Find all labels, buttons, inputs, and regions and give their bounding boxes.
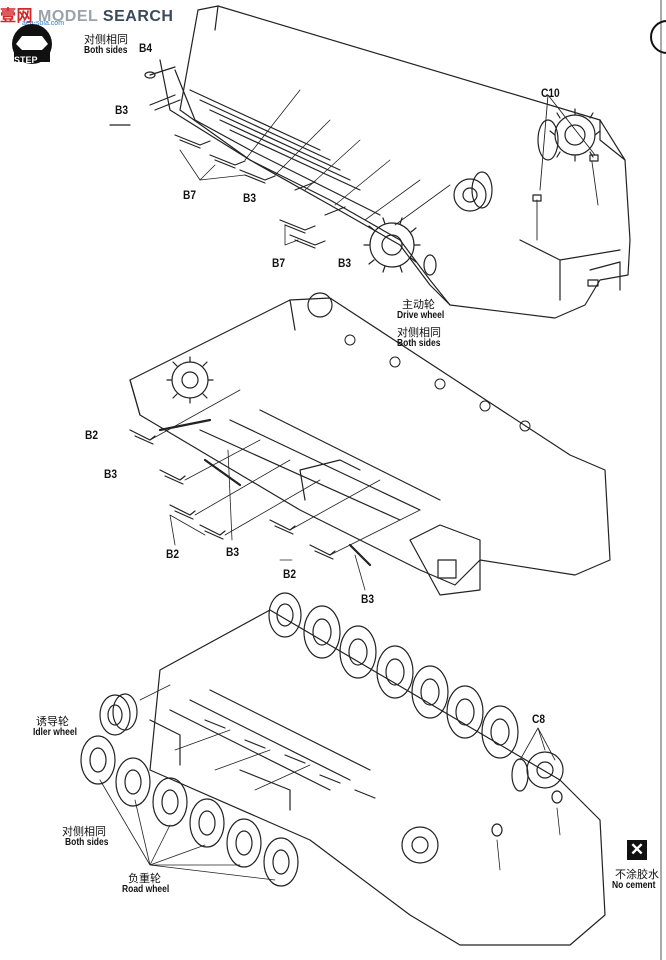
road-wheel-cn: 负重轮 bbox=[128, 873, 161, 885]
both-sides-en-1: Both sides bbox=[84, 45, 128, 56]
hull-section-2 bbox=[129, 292, 611, 596]
watermark-logo: 壹网 MODEL SEARCH bbox=[0, 8, 174, 25]
no-cement-cn: 不涂胶水 bbox=[615, 869, 659, 881]
road-wheel-en: Road wheel bbox=[122, 884, 170, 895]
watermark-sub: aea-sola.com bbox=[22, 20, 65, 27]
part-b2-c: B2 bbox=[283, 567, 297, 581]
no-cement-icon: ✕ bbox=[627, 840, 647, 860]
step-label: STEP bbox=[14, 55, 38, 65]
part-b3-f: B3 bbox=[361, 592, 375, 606]
part-b7-a: B7 bbox=[183, 188, 197, 202]
part-b2-b: B2 bbox=[166, 547, 180, 561]
part-c10: C10 bbox=[541, 86, 560, 100]
part-b2-a: B2 bbox=[85, 428, 99, 442]
part-b3-a: B3 bbox=[115, 103, 129, 117]
both-sides-cn-1: 对侧相同 bbox=[84, 34, 128, 46]
step-badge bbox=[12, 24, 52, 64]
road-wheel-row-far bbox=[268, 592, 519, 759]
part-b3-b: B3 bbox=[243, 191, 257, 205]
both-sides-en-3: Both sides bbox=[65, 837, 109, 848]
part-b3-d: B3 bbox=[104, 467, 118, 481]
part-c8: C8 bbox=[532, 712, 546, 726]
hull-section-3 bbox=[80, 592, 606, 946]
idler-wheel-cn: 诱导轮 bbox=[36, 716, 69, 728]
drive-wheel-en: Drive wheel bbox=[397, 310, 445, 321]
part-b3-c: B3 bbox=[338, 256, 352, 270]
hull-section-1 bbox=[109, 5, 631, 319]
part-b3-e: B3 bbox=[226, 545, 240, 559]
both-sides-en-2: Both sides bbox=[397, 338, 441, 349]
idler-wheel-en: Idler wheel bbox=[33, 727, 77, 738]
part-b7-b: B7 bbox=[272, 256, 286, 270]
road-wheel-row-near bbox=[80, 735, 299, 887]
part-b4: B4 bbox=[139, 41, 153, 55]
both-sides-cn-3: 对侧相同 bbox=[62, 826, 106, 838]
no-cement-en: No cement bbox=[612, 880, 656, 891]
both-sides-cn-2: 对侧相同 bbox=[397, 327, 441, 339]
drive-wheel-cn: 主动轮 bbox=[402, 299, 435, 311]
